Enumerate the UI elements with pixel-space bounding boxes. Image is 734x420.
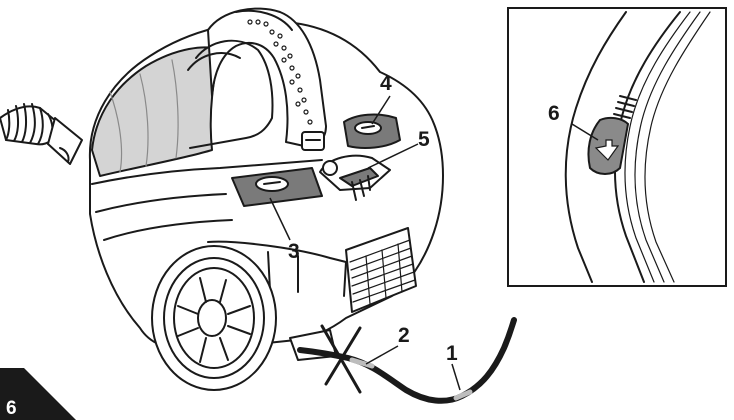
rear-wheel: [151, 245, 277, 391]
grip-dots: [247, 19, 313, 125]
callout-6: 6: [548, 102, 560, 125]
callout-3: 3: [288, 240, 300, 263]
figure-number: 6: [6, 398, 17, 419]
callout-1: 1: [446, 342, 458, 365]
down-arrow-icon: [594, 139, 620, 161]
exhaust-grille: [345, 227, 417, 313]
callout-leaders: [269, 95, 461, 391]
cable-rewind-button: [231, 167, 323, 207]
suction-control: [319, 154, 391, 201]
hose-handle-detail-icon: 6: [507, 7, 727, 287]
crossed-out-mark-icon: [320, 324, 362, 394]
hose-icon: [0, 103, 83, 165]
power-button: [343, 113, 401, 149]
callout-2: 2: [398, 324, 410, 347]
callout-5: 5: [418, 128, 430, 151]
power-cord-icon: [297, 317, 517, 404]
callout-4: 4: [380, 72, 392, 95]
vacuum-cleaner-illustration: [0, 7, 444, 391]
figure-number-badge: 6: [0, 368, 76, 420]
